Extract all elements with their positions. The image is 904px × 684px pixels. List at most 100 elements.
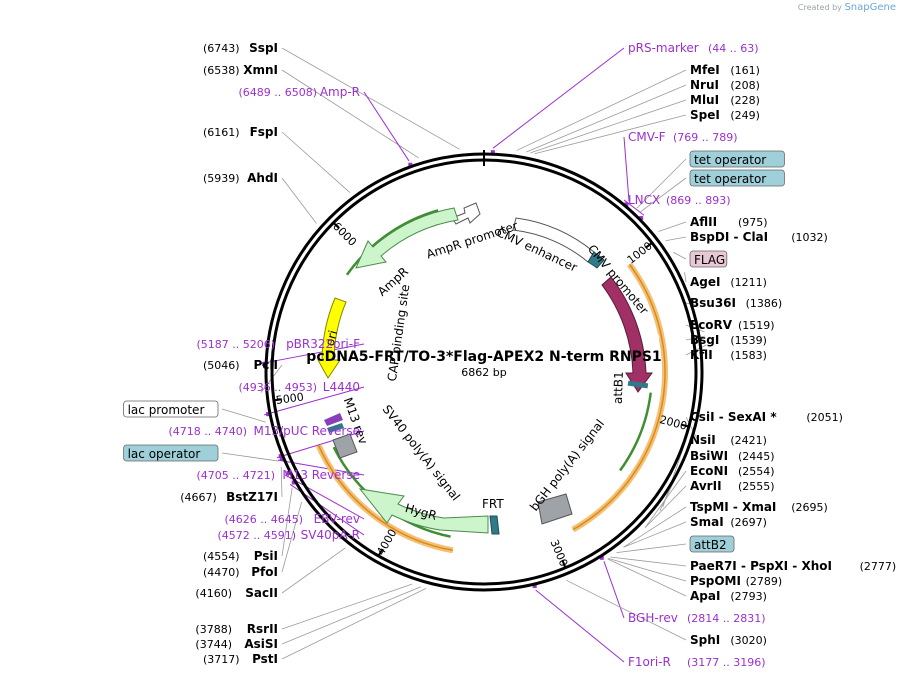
site-pcii-6[interactable]: PciI(5046) — [203, 358, 278, 372]
tick-label-6000: 6000 — [330, 220, 359, 249]
site-sv40pa-r-14-pos: (4572 .. 4591) — [217, 529, 296, 542]
site-csii-sexai-38-pos: (2051) — [806, 411, 843, 424]
site-pbr322ori-f-5[interactable]: pBR322ori-F(5187 .. 5206) — [196, 337, 360, 351]
site-avrii-42-pos: (2555) — [738, 480, 775, 493]
site-aflii-30[interactable]: AflII(975) — [690, 215, 768, 229]
feature-m13-rev[interactable] — [324, 413, 344, 433]
site-bsgi-36[interactable]: BsgI(1539) — [690, 333, 767, 347]
site-kfli-37[interactable]: KflI(1583) — [690, 348, 767, 362]
site-spei-25-name: SpeI — [690, 108, 720, 122]
site-ahdi-4[interactable]: AhdI(5939) — [203, 171, 278, 185]
site-nrui-23[interactable]: NruI(208) — [690, 78, 760, 92]
tick-4000 — [377, 548, 384, 557]
site-amp-r-2-leader — [363, 91, 410, 162]
feature-sv40-polya[interactable] — [332, 433, 358, 459]
site-bgh-rev-49[interactable]: BGH-rev(2814 .. 2831) — [628, 611, 766, 625]
site-asisi-19[interactable]: AsiSI(3744) — [195, 637, 278, 651]
site-ebv-rev-13[interactable]: EBV-rev(4626 .. 4645) — [224, 512, 360, 526]
site-lac-operator-10[interactable]: lac operator — [123, 444, 219, 462]
site-nsii-39[interactable]: NsiI(2421) — [690, 433, 767, 447]
site-xmni-1[interactable]: XmnI(6538) — [203, 63, 278, 77]
site-tspmi-xmai-43[interactable]: TspMI - XmaI(2695) — [690, 500, 828, 514]
site-bspdi-clai-31[interactable]: BspDI - ClaI(1032) — [690, 230, 828, 244]
site-bsu36i-34[interactable]: Bsu36I(1386) — [690, 296, 782, 310]
site-psti-20-name: PstI — [252, 652, 278, 666]
site-sspi-0-leader — [281, 47, 460, 150]
site-flag-32-box — [689, 250, 728, 268]
site-sphi-50[interactable]: SphI(3020) — [690, 633, 767, 647]
site-csii-sexai-38[interactable]: CsiI - SexAI * (2051) — [690, 410, 843, 424]
site-l4440-7[interactable]: L4440(4936 .. 4953) — [238, 380, 360, 394]
site-avrii-42[interactable]: AvrII (2555) — [690, 479, 775, 493]
site-cmv-f-26[interactable]: CMV-F(769 .. 789) — [628, 130, 738, 144]
site-m13-reverse-11[interactable]: M13 Reverse(4705 .. 4721) — [196, 468, 360, 482]
tick-6000 — [332, 221, 340, 230]
site-bsiwi-40[interactable]: BsiWI(2445) — [690, 449, 775, 463]
site-pfoi-16[interactable]: PfoI(4470) — [203, 565, 278, 579]
site-rsrii-18-name: RsrII — [247, 622, 278, 636]
site-tspmi-xmai-43-leader — [623, 506, 687, 548]
site-lac-promoter-8-name: lac promoter — [128, 403, 205, 417]
site-lncx-29[interactable]: LNCX(869 .. 893) — [628, 193, 731, 207]
site-rsrii-18[interactable]: RsrII(3788) — [195, 622, 278, 636]
feature-ampr[interactable] — [355, 207, 459, 269]
site-amp-r-2[interactable]: Amp-R(6489 .. 6508) — [238, 85, 360, 99]
feature-hygr[interactable] — [358, 488, 489, 534]
site-avrii-42-name: AvrII — [690, 479, 722, 493]
site-pspomi-47[interactable]: PspOMI(2789) — [690, 574, 782, 588]
feature-ampr-promoter[interactable] — [451, 202, 481, 225]
site-lac-promoter-8-box — [123, 400, 219, 418]
site-econi-41[interactable]: EcoNI(2554) — [690, 464, 775, 478]
site-mlui-24-name: MluI — [690, 93, 719, 107]
site-ecorv-35[interactable]: EcoRV(1519) — [690, 318, 775, 332]
site-m13-puc-reverse-9[interactable]: M13/pUC Reverse(4718 .. 4740) — [168, 424, 360, 438]
feature-attb1[interactable] — [627, 380, 649, 389]
site-pcii-6-name: PciI — [254, 358, 279, 372]
tick-2000 — [680, 423, 690, 428]
feature-frt[interactable] — [489, 515, 500, 535]
site-sacii-17[interactable]: SacII(4160) — [195, 586, 278, 600]
site-attb2-45[interactable]: attB2 — [689, 535, 735, 553]
label-ori: ori — [323, 329, 341, 348]
feature-bgh-polya[interactable] — [537, 493, 573, 525]
site-f1ori-r-51[interactable]: F1ori-R(3177 .. 3196) — [628, 655, 766, 669]
site-bstz17i-12[interactable]: BstZ17I(4667) — [180, 490, 278, 504]
site-psti-20-leader — [281, 588, 427, 660]
site-tet-operator-27-name: tet operator — [694, 153, 766, 167]
site-sspi-0[interactable]: SspI(6743) — [203, 41, 278, 55]
site-tet-operator-27-box — [689, 150, 785, 168]
site-bspdi-clai-31-leader — [665, 236, 687, 242]
site-prs-marker-21[interactable]: pRS-marker(44 .. 63) — [628, 41, 759, 55]
site-tet-operator-27[interactable]: tet operator — [689, 150, 785, 168]
site-sv40pa-r-14[interactable]: SV40pA-R (4572 .. 4591) — [217, 528, 360, 542]
site-nsii-39-pos: (2421) — [730, 434, 767, 447]
site-apai-48[interactable]: ApaI(2793) — [690, 589, 767, 603]
site-sv40pa-r-14-name: SV40pA-R — [301, 528, 360, 542]
site-agei-33[interactable]: AgeI(1211) — [690, 275, 767, 289]
site-csii-sexai-38-name: CsiI - SexAI * — [690, 410, 777, 424]
site-paer7i-pspxi-xhoi-46[interactable]: PaeR7I - PspXI - XhoI(2777) — [690, 559, 896, 573]
site-psti-20[interactable]: PstI(3717) — [203, 652, 278, 666]
site-tspmi-xmai-43-name: TspMI - XmaI — [690, 500, 776, 514]
label-attb1: attB1 — [611, 371, 626, 404]
site-avrii-42-leader — [644, 485, 687, 529]
site-tet-operator-28[interactable]: tet operator — [689, 169, 785, 187]
site-smai-44[interactable]: SmaI(2697) — [690, 515, 767, 529]
site-mfei-22[interactable]: MfeI(161) — [690, 63, 760, 77]
site-l4440-7-marker — [266, 412, 271, 417]
site-lac-promoter-8[interactable]: lac promoter — [123, 400, 219, 418]
site-mlui-24[interactable]: MluI(228) — [690, 93, 760, 107]
site-psii-15[interactable]: PsiI(4554) — [203, 549, 278, 563]
site-m13-reverse-11-pos: (4705 .. 4721) — [196, 469, 275, 482]
site-flag-32[interactable]: FLAG — [689, 250, 728, 268]
feature-cmv-promoter[interactable] — [587, 251, 605, 269]
site-cmv-f-26-name: CMV-F — [628, 130, 666, 144]
site-bsgi-36-name: BsgI — [690, 333, 719, 347]
site-fspi-3[interactable]: FspI(6161) — [203, 125, 278, 139]
site-spei-25[interactable]: SpeI(249) — [690, 108, 760, 122]
feature-ori[interactable] — [317, 297, 347, 379]
site-xmni-1-pos: (6538) — [203, 64, 240, 77]
site-bstz17i-12-pos: (4667) — [180, 491, 217, 504]
tick-label-5000: 5000 — [275, 390, 304, 407]
